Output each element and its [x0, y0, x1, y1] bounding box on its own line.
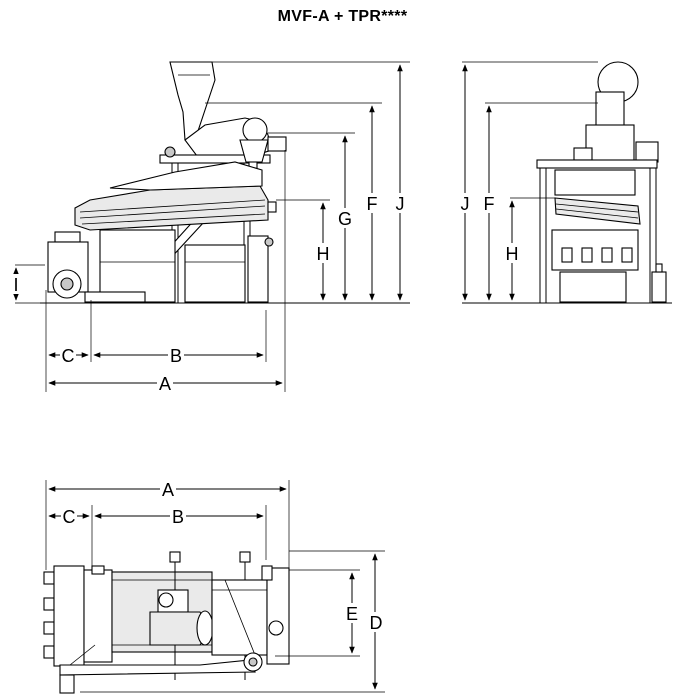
- top-dim-label-a: A: [162, 480, 174, 500]
- side-view: J F G H I C B A: [10, 61, 410, 394]
- dim-label-g: G: [338, 209, 352, 229]
- top-dim-label-c: C: [63, 507, 76, 527]
- dim-label-b: B: [170, 346, 182, 366]
- front-dim-label-f: F: [484, 194, 495, 214]
- dim-label-f: F: [367, 194, 378, 214]
- top-view: A C B: [43, 479, 385, 694]
- top-dim-label-e: E: [346, 604, 358, 624]
- front-dim-label-h: H: [506, 244, 519, 264]
- front-dim-label-j: J: [461, 194, 470, 214]
- top-dim-label-b: B: [172, 507, 184, 527]
- dim-label-h: H: [317, 244, 330, 264]
- dim-label-j: J: [396, 194, 405, 214]
- front-view: J F H: [457, 61, 672, 304]
- drawing-title: MVF-A + TPR****: [277, 8, 408, 25]
- top-dim-label-d: D: [370, 613, 383, 633]
- dim-label-i: I: [13, 275, 18, 295]
- dim-label-c: C: [62, 346, 75, 366]
- dim-label-a: A: [159, 374, 171, 394]
